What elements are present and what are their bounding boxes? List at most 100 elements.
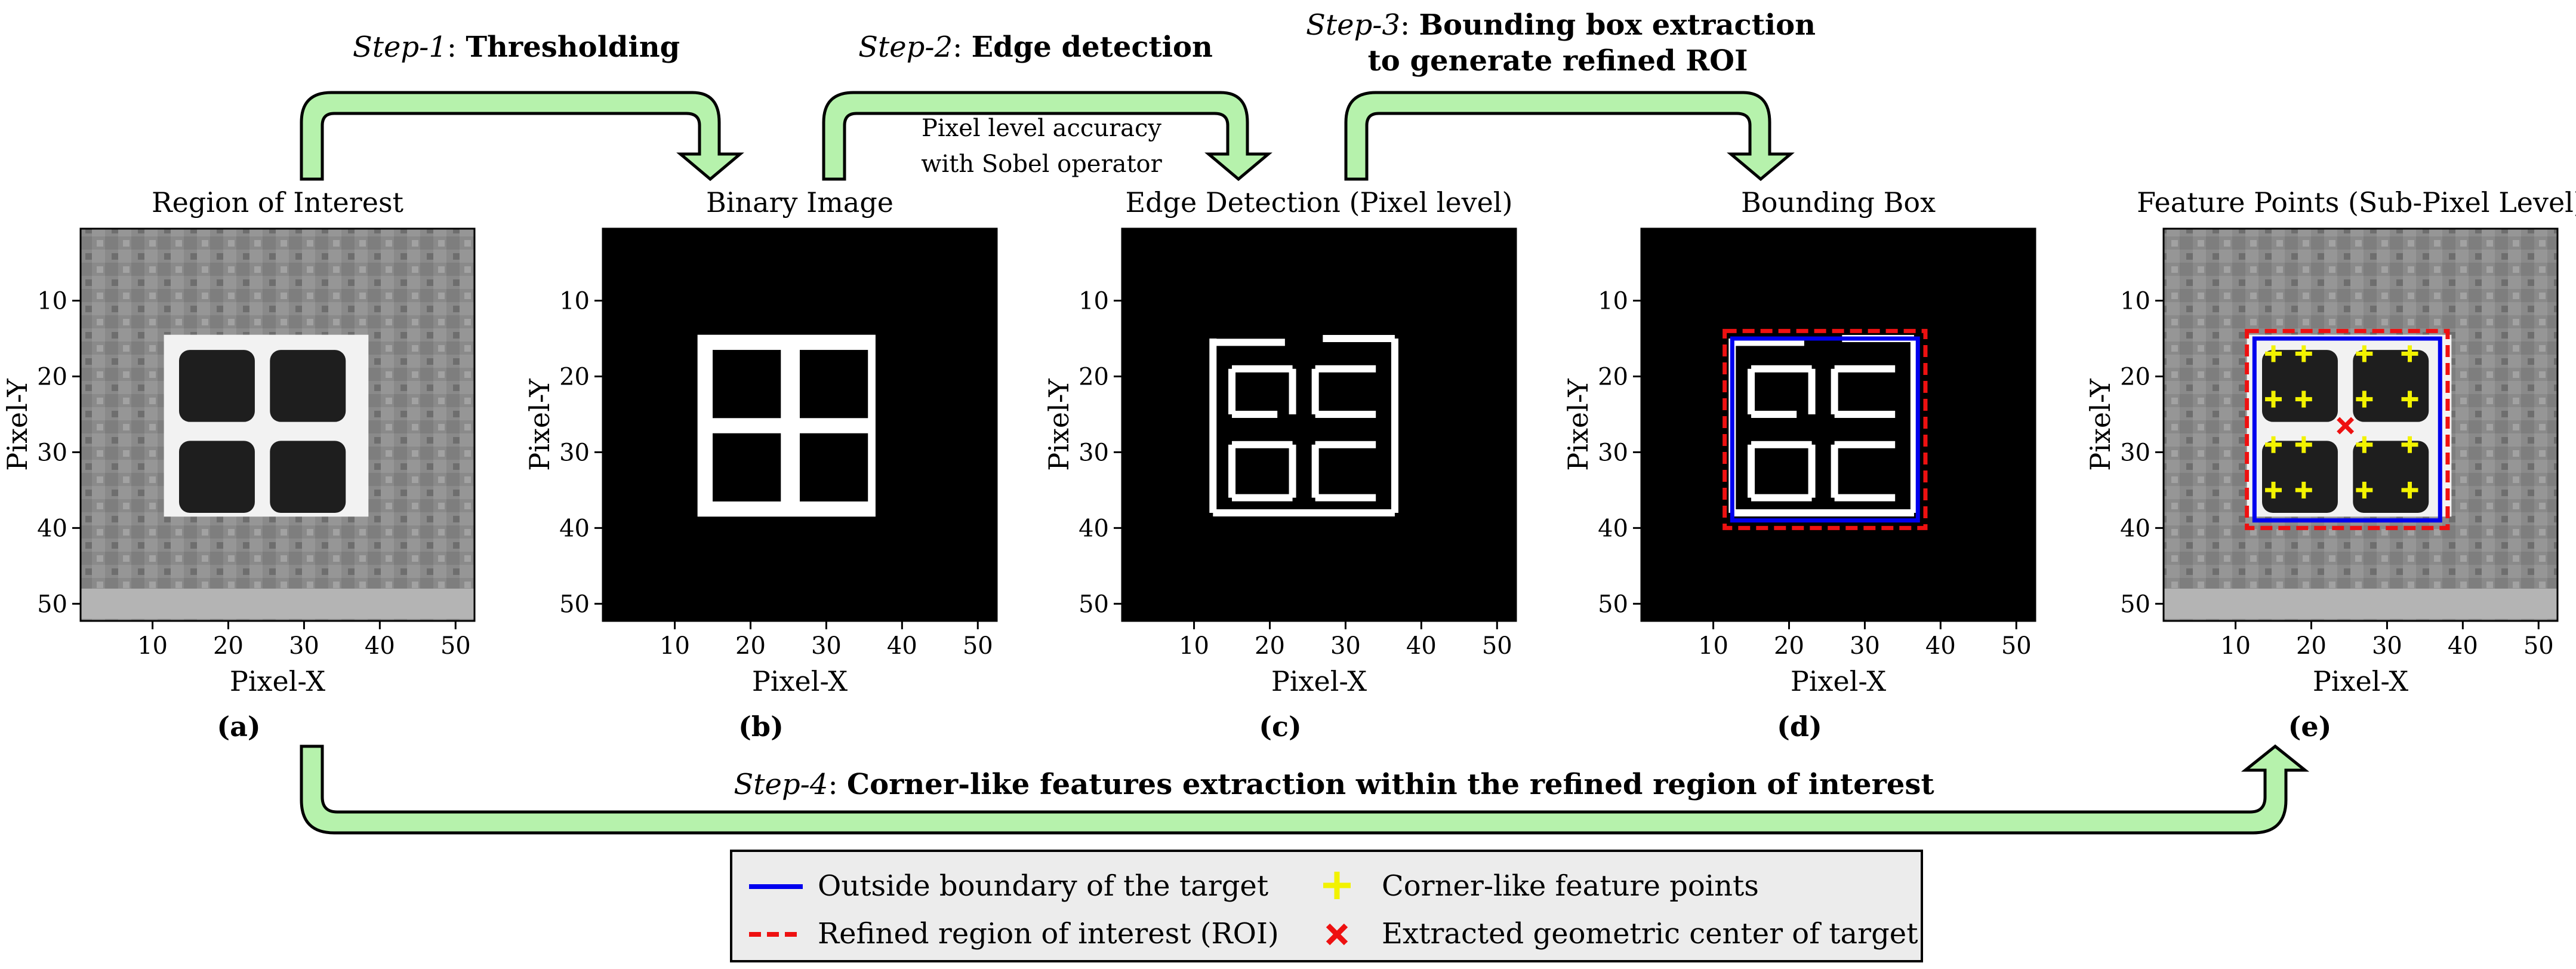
target-square: [179, 350, 255, 422]
x-tick-label: 20: [1255, 632, 1285, 660]
y-tick-label: 40: [1598, 515, 1628, 542]
y-tick-label: 20: [37, 364, 67, 391]
x-tick-label: 30: [289, 632, 319, 660]
x-axis-label: Pixel-X: [2313, 665, 2408, 697]
axes-frame: [79, 227, 476, 622]
panel-title: Binary Image: [706, 186, 893, 219]
x-tick-label: 30: [1330, 632, 1361, 660]
x-tick-label: 20: [2296, 632, 2327, 660]
x-tick-label: 20: [213, 632, 244, 660]
feature-point: [2401, 345, 2418, 362]
axes-frame: [602, 227, 998, 622]
y-axis-label: Pixel-Y: [1, 379, 33, 471]
step2-note-line1: Pixel level accuracy: [922, 115, 1161, 142]
panel-letter: (a): [217, 710, 260, 743]
feature-point: [2356, 390, 2373, 408]
panel-title: Bounding Box: [1741, 186, 1936, 219]
y-tick-label: 30: [37, 439, 67, 466]
feature-point: [2265, 345, 2282, 362]
legend-item-roi: Refined region of interest (ROI): [818, 917, 1279, 950]
step3-label-line2: to generate refined ROI: [1368, 44, 1748, 78]
edge-lines: [1209, 335, 1398, 516]
feature-point: [2265, 481, 2282, 499]
panel-title: Region of Interest: [152, 186, 404, 219]
step4-arrow: [300, 744, 2310, 835]
target-square: [270, 441, 346, 513]
target-square: [270, 350, 346, 422]
x-tick-label: 20: [1774, 632, 1804, 660]
feature-point: [2356, 345, 2373, 362]
image-area: [1122, 229, 1516, 621]
legend-box: [730, 850, 1923, 962]
x-tick-label: 20: [735, 632, 766, 660]
axes-frame: [2162, 227, 2559, 622]
boundary-box: [1730, 336, 1920, 523]
step3-arrow: [1344, 91, 1795, 182]
x-tick-label: 30: [2372, 632, 2402, 660]
legend-item-boundary: Outside boundary of the target: [818, 869, 1268, 903]
y-tick-label: 50: [559, 590, 590, 618]
step4-label: Step-4: Corner-like features extraction …: [734, 768, 1934, 801]
feature-point: [2401, 481, 2418, 499]
y-tick-label: 40: [37, 515, 67, 542]
y-axis-label: Pixel-Y: [2084, 379, 2116, 471]
x-tick-label: 10: [2220, 632, 2251, 660]
x-tick-label: 10: [1179, 632, 1209, 660]
x-axis-label: Pixel-X: [230, 665, 325, 697]
binary-hole: [713, 433, 781, 502]
y-axis-label: Pixel-Y: [1043, 379, 1075, 471]
x-tick-label: 40: [365, 632, 395, 660]
legend-item-feature: Corner-like feature points: [1382, 869, 1759, 903]
boundary-box: [2252, 336, 2442, 523]
feature-point: [2356, 436, 2373, 453]
y-tick-label: 10: [559, 288, 590, 315]
x-tick-label: 40: [2448, 632, 2478, 660]
step1-label: Step-1: Thresholding: [353, 30, 680, 64]
image-strip: [81, 588, 474, 619]
target-square: [2262, 441, 2338, 513]
y-tick-label: 40: [2120, 515, 2150, 542]
feature-point: [2295, 481, 2312, 499]
y-tick-label: 10: [2120, 288, 2150, 315]
y-tick-label: 10: [37, 288, 67, 315]
feature-point: [2401, 390, 2418, 408]
feature-point: [2401, 436, 2418, 453]
y-tick-label: 40: [559, 515, 590, 542]
feature-point: [2265, 390, 2282, 408]
y-axis-label: Pixel-Y: [523, 379, 556, 471]
feature-point: [2295, 345, 2312, 362]
x-tick-label: 30: [811, 632, 842, 660]
legend-item-center: Extracted geometric center of target: [1382, 917, 1918, 950]
roi-box: [2245, 328, 2450, 530]
x-tick-label: 40: [887, 632, 917, 660]
y-tick-label: 50: [1598, 590, 1628, 618]
roi-box: [1723, 328, 1928, 530]
image-strip: [2164, 588, 2557, 619]
legend: Outside boundary of the target Corner-li…: [730, 850, 1923, 962]
x-axis-label: Pixel-X: [752, 665, 848, 697]
x-tick-label: 50: [440, 632, 471, 660]
legend-plus-icon: [1323, 872, 1351, 899]
step3-label-line1: Step-3: Bounding box extraction: [1306, 8, 1816, 42]
axes-frame: [1121, 227, 1517, 622]
step2-arrow: [822, 91, 1272, 182]
y-tick-label: 30: [2120, 439, 2150, 466]
target-square: [2262, 350, 2338, 422]
target-square: [179, 441, 255, 513]
panel-letter: (c): [1259, 710, 1302, 743]
panel-letter: (d): [1777, 710, 1822, 743]
panel-letter: (e): [2288, 710, 2332, 743]
y-tick-label: 20: [2120, 364, 2150, 391]
legend-cross-icon: [1326, 923, 1348, 946]
binary-hole: [713, 350, 781, 419]
y-tick-label: 20: [1079, 364, 1109, 391]
x-axis-label: Pixel-X: [1271, 665, 1367, 697]
feature-point: [2265, 436, 2282, 453]
step2-label: Step-2: Edge detection: [858, 30, 1213, 64]
